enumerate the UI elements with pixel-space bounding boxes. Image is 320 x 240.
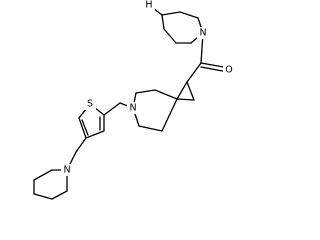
bond (51, 190, 68, 200)
atom-label-n-piperidine: N (63, 165, 70, 176)
atom-s: S (84, 98, 96, 110)
bond (176, 98, 195, 101)
atom-nh: H (143, 0, 155, 11)
bond (186, 62, 202, 83)
bond (161, 14, 165, 30)
bond (33, 193, 53, 200)
bond (176, 81, 188, 100)
molecule-structure: H N O N S N (33, 0, 235, 200)
atom-label-o: O (225, 65, 232, 76)
bond (103, 102, 121, 116)
atom-n-piperidine: N (61, 164, 73, 176)
atom-label-nh: H (145, 0, 152, 11)
bond (138, 125, 163, 132)
atom-label-n-piperazine: N (199, 28, 206, 39)
bond (75, 137, 87, 153)
atom-n-piperazine: N (197, 27, 209, 39)
atom-label-s: S (87, 99, 93, 110)
bond (33, 169, 53, 181)
bond (135, 89, 156, 94)
bond (81, 119, 89, 136)
atom-label-n-spiro: N (129, 103, 136, 114)
atom-o: O (223, 64, 235, 76)
bond (78, 117, 87, 139)
bond (179, 11, 199, 19)
bond (163, 28, 177, 44)
bond (161, 11, 181, 16)
bond (186, 81, 195, 101)
atom-labels: H N O N S N (61, 0, 235, 176)
bond (85, 130, 105, 139)
atom-n-spiro: N (127, 102, 139, 114)
bond (154, 89, 178, 100)
bond (161, 98, 178, 132)
